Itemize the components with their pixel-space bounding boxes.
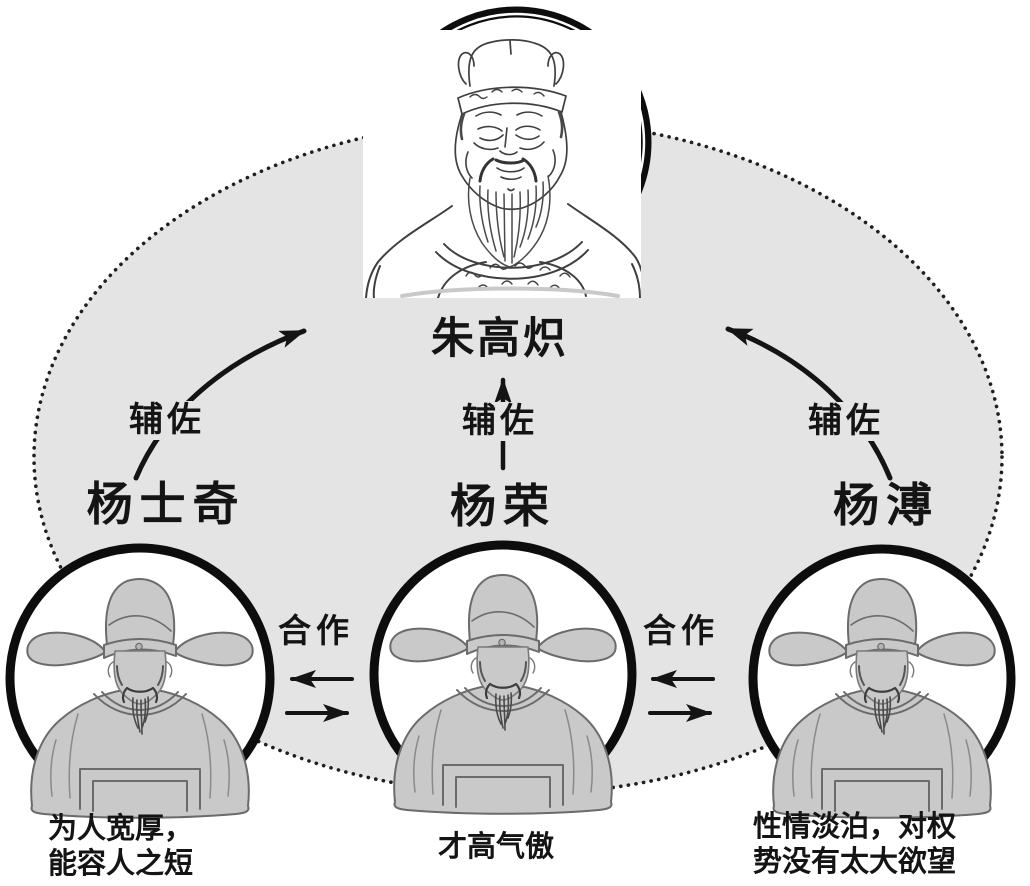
minister-trait-left: 为人宽厚， 能容人之短 xyxy=(48,812,193,882)
minister-name-left: 杨士奇 xyxy=(86,478,246,530)
trait-line: 才高气傲 xyxy=(438,831,555,863)
emperor-portrait xyxy=(363,6,652,298)
assist-arrow-right xyxy=(725,326,893,481)
minister-trait-middle: 才高气傲 xyxy=(438,830,554,865)
cooperate-label-right: 合作 xyxy=(643,612,719,649)
trait-line: 性情淡泊，对权 xyxy=(753,811,957,843)
trait-line: 为人宽厚， xyxy=(48,813,194,845)
minister-portrait-left xyxy=(5,543,275,818)
minister-name-right: 杨溥 xyxy=(833,479,939,531)
minister-portrait-right xyxy=(748,544,1016,818)
emperor-name: 朱高炽 xyxy=(431,315,569,363)
trait-line: 能容人之短 xyxy=(48,848,194,880)
assist-label-middle: 辅佐 xyxy=(452,402,548,442)
assist-label-right: 辅佐 xyxy=(798,402,894,442)
minister-name-middle: 杨荣 xyxy=(450,480,556,532)
cooperation-arrows-left xyxy=(285,670,354,722)
emperor-line-art xyxy=(365,39,641,298)
minister-portrait-middle xyxy=(369,540,637,814)
cooperate-label-left: 合作 xyxy=(278,612,354,649)
emperor-portrait-background xyxy=(363,30,641,298)
minister-trait-right: 性情淡泊，对权 势没有太大欲望 xyxy=(753,810,956,880)
assist-arrow-left xyxy=(133,328,307,481)
cooperation-arrows-right xyxy=(648,670,715,722)
trait-line: 势没有太大欲望 xyxy=(753,846,957,878)
assist-label-left: 辅佐 xyxy=(119,401,215,441)
